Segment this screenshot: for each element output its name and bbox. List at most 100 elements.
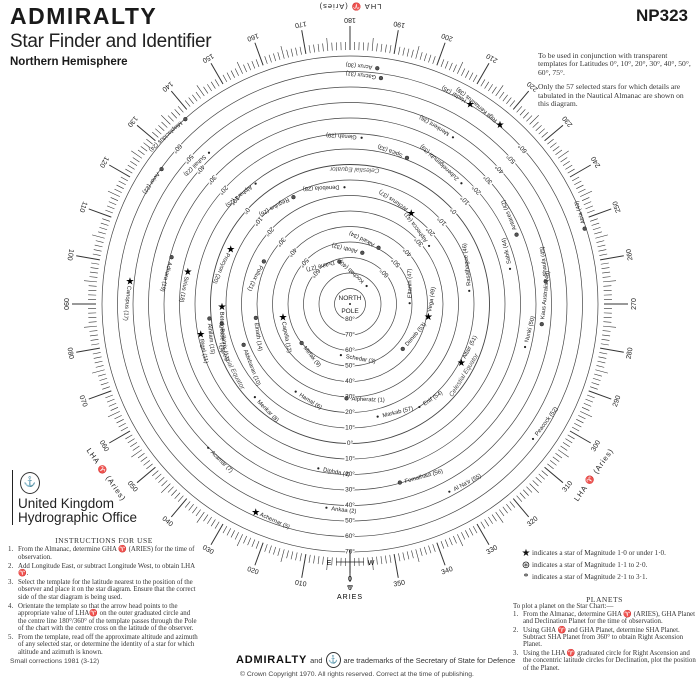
star-mag2-icon xyxy=(291,195,296,200)
star-mag2-icon xyxy=(397,480,403,485)
scale-tick xyxy=(602,334,611,337)
declination-circle xyxy=(334,288,366,320)
star-label: Adhara (19) xyxy=(159,261,173,292)
scale-tick xyxy=(512,498,530,518)
star-mag2-icon xyxy=(299,340,304,346)
scale-tick xyxy=(268,545,272,554)
scale-tick xyxy=(94,360,103,364)
scale-tick xyxy=(596,240,605,243)
scale-tick xyxy=(578,188,586,193)
star-mag2-icon xyxy=(539,322,544,327)
ukho-line1: United Kingdom xyxy=(18,496,115,511)
scale-tick xyxy=(167,115,174,122)
scale-tick xyxy=(105,209,113,214)
instruction-number: 2. xyxy=(8,562,14,570)
star-mag3-icon xyxy=(317,467,320,470)
scale-tick xyxy=(286,550,289,559)
declination-label: 70° xyxy=(345,331,355,339)
scale-tick xyxy=(587,394,595,399)
planet-step-number: 1. xyxy=(513,610,519,618)
star-mag3-icon xyxy=(418,405,421,409)
scale-tick xyxy=(544,124,564,142)
scale-tick xyxy=(207,84,212,92)
star-label: Diphda (4) xyxy=(322,467,350,478)
scale-tick xyxy=(254,542,264,566)
star-mag3-icon xyxy=(254,182,257,185)
legend-item: ⊛indicates a star of Magnitude 1·1 to 2·… xyxy=(520,559,666,571)
scale-tick xyxy=(317,43,320,52)
brand-title: ADMIRALTY xyxy=(10,3,158,29)
ukho-line2: Hydrographic Office xyxy=(18,510,138,525)
scale-tick xyxy=(516,106,523,113)
scale-tick xyxy=(118,422,126,428)
scale-tick xyxy=(251,60,256,69)
star-mag1-icon: ★ xyxy=(218,302,227,313)
star-mag1-icon: ★ xyxy=(407,208,416,219)
scale-tick xyxy=(591,382,600,386)
scale-tick xyxy=(598,249,607,252)
ukho-logo-block: ⚓ United Kingdom Hydrographic Office xyxy=(12,470,137,525)
scale-tick xyxy=(472,526,478,534)
scale-tick xyxy=(588,208,612,218)
scale-tick xyxy=(92,234,105,239)
scale-tick xyxy=(576,184,584,189)
star-mag3-icon xyxy=(339,354,342,357)
star-label: Bellatrix (13) xyxy=(219,328,230,361)
star-label: Gienah (29) xyxy=(326,131,357,139)
small-corrections: Small corrections 1981 (3-12) xyxy=(10,658,100,665)
scale-tick xyxy=(594,373,602,377)
scale-tick xyxy=(88,321,97,323)
scale-tick xyxy=(428,545,432,554)
scale-tick xyxy=(461,532,466,540)
star-mag1-icon: ★ xyxy=(183,267,192,278)
scale-tick xyxy=(432,56,436,64)
scale-tick xyxy=(538,473,545,480)
star-mag3-icon xyxy=(531,437,535,441)
star-label: Elnath (14) xyxy=(253,323,263,352)
star-mag1-icon: ★ xyxy=(457,358,466,369)
star-mag3-icon xyxy=(365,284,368,288)
scale-tick xyxy=(603,280,617,283)
scale-tick xyxy=(188,503,194,511)
scale-tick xyxy=(290,551,294,560)
scale-tick xyxy=(196,511,205,523)
scale-tick xyxy=(587,209,595,214)
declination-circle xyxy=(303,257,397,351)
star-label: Shaula (45) xyxy=(540,246,549,277)
scale-tick xyxy=(251,539,256,548)
star-mag2-icon xyxy=(344,396,349,401)
lha-scale-label: 210 xyxy=(485,52,499,64)
scale-tick xyxy=(603,285,612,287)
scale-tick xyxy=(160,483,171,494)
star-mag2-icon xyxy=(514,232,519,237)
star-mag3-icon xyxy=(427,244,431,248)
scale-tick xyxy=(436,542,446,566)
scale-tick xyxy=(491,514,497,522)
star-label: Canopus (17) xyxy=(122,285,132,321)
scale-tick xyxy=(495,85,504,97)
scale-tick xyxy=(572,426,580,432)
scale-tick xyxy=(273,53,277,62)
scale-tick xyxy=(210,523,224,546)
star-label: Rigel (11) xyxy=(198,339,209,364)
scale-tick xyxy=(236,534,243,547)
scale-tick xyxy=(106,205,115,210)
lha-scale-label: 240 xyxy=(590,155,602,169)
scale-tick xyxy=(472,74,478,82)
scale-tick xyxy=(286,49,289,58)
scale-tick xyxy=(544,466,564,484)
scale-tick xyxy=(367,42,369,51)
lha-scale-label: 160 xyxy=(246,32,259,43)
scale-tick xyxy=(108,402,117,407)
scale-tick xyxy=(203,514,209,522)
scale-tick xyxy=(592,377,601,381)
star-mag2-icon xyxy=(253,315,259,321)
star-label: Achernar (5) xyxy=(259,512,291,531)
scale-tick xyxy=(184,501,191,508)
declination-circle xyxy=(225,179,475,429)
scale-tick xyxy=(393,554,399,578)
scale-tick xyxy=(88,390,112,400)
star-mag2-icon: ⊛ xyxy=(521,559,531,571)
declination-circle xyxy=(256,210,444,398)
